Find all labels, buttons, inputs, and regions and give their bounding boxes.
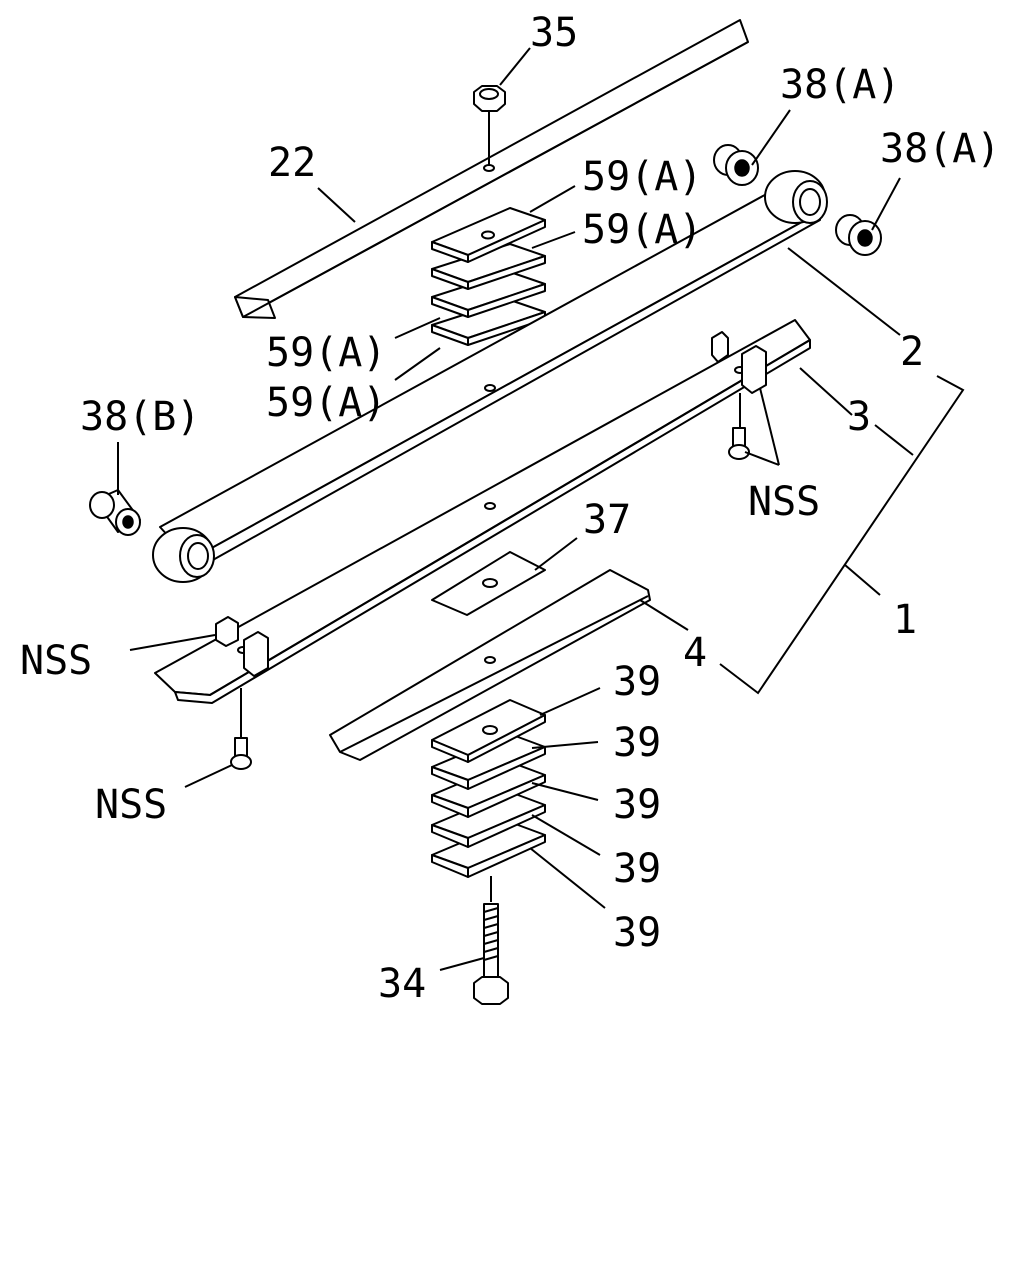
callout-labels: 35 38(A) 38(A) 22 59(A) 59(A) 59(A) 59(A… xyxy=(20,10,1000,1007)
part-35-nut xyxy=(473,85,506,165)
callout-1: 1 xyxy=(893,597,917,643)
leader-lines xyxy=(117,47,965,971)
part-38b-bushing xyxy=(89,489,141,536)
part-37-spacer xyxy=(431,551,546,616)
callout-59a-1: 59(A) xyxy=(582,154,702,200)
callout-39-4: 39 xyxy=(613,846,661,892)
part-59a-shims xyxy=(431,207,546,346)
part-39-shims xyxy=(431,699,546,878)
part-34-center-bolt xyxy=(473,876,509,1005)
callout-37: 37 xyxy=(583,497,631,543)
part-3-second-leaf xyxy=(154,319,811,704)
nss-bolt-left xyxy=(230,688,252,770)
callout-59a-3: 59(A) xyxy=(266,330,386,376)
callout-22: 22 xyxy=(268,140,316,186)
part-22-top-leaf xyxy=(234,19,749,319)
callout-39-3: 39 xyxy=(613,782,661,828)
callout-39-5: 39 xyxy=(613,910,661,956)
callout-39-2: 39 xyxy=(613,720,661,766)
part-4-lower-leaf xyxy=(329,569,651,761)
callout-38b: 38(B) xyxy=(80,394,200,440)
callout-38a-2: 38(A) xyxy=(880,126,1000,172)
part-38a-bushing-1 xyxy=(713,144,759,186)
callout-nss-left: NSS xyxy=(20,638,92,684)
callout-38a-1: 38(A) xyxy=(780,62,900,108)
callout-35: 35 xyxy=(530,10,578,56)
part-38a-bushing-2 xyxy=(835,214,882,256)
nss-bolt-right xyxy=(728,393,750,460)
callout-59a-2: 59(A) xyxy=(582,207,702,253)
callout-39-1: 39 xyxy=(613,659,661,705)
callout-3: 3 xyxy=(847,394,871,440)
callout-59a-4: 59(A) xyxy=(266,380,386,426)
callout-4: 4 xyxy=(683,630,707,676)
callout-2: 2 xyxy=(900,329,924,375)
callout-34: 34 xyxy=(378,961,426,1007)
part-2-main-leaf xyxy=(152,170,828,583)
callout-nss-right: NSS xyxy=(748,479,820,525)
callout-nss-bottom: NSS xyxy=(95,782,167,828)
